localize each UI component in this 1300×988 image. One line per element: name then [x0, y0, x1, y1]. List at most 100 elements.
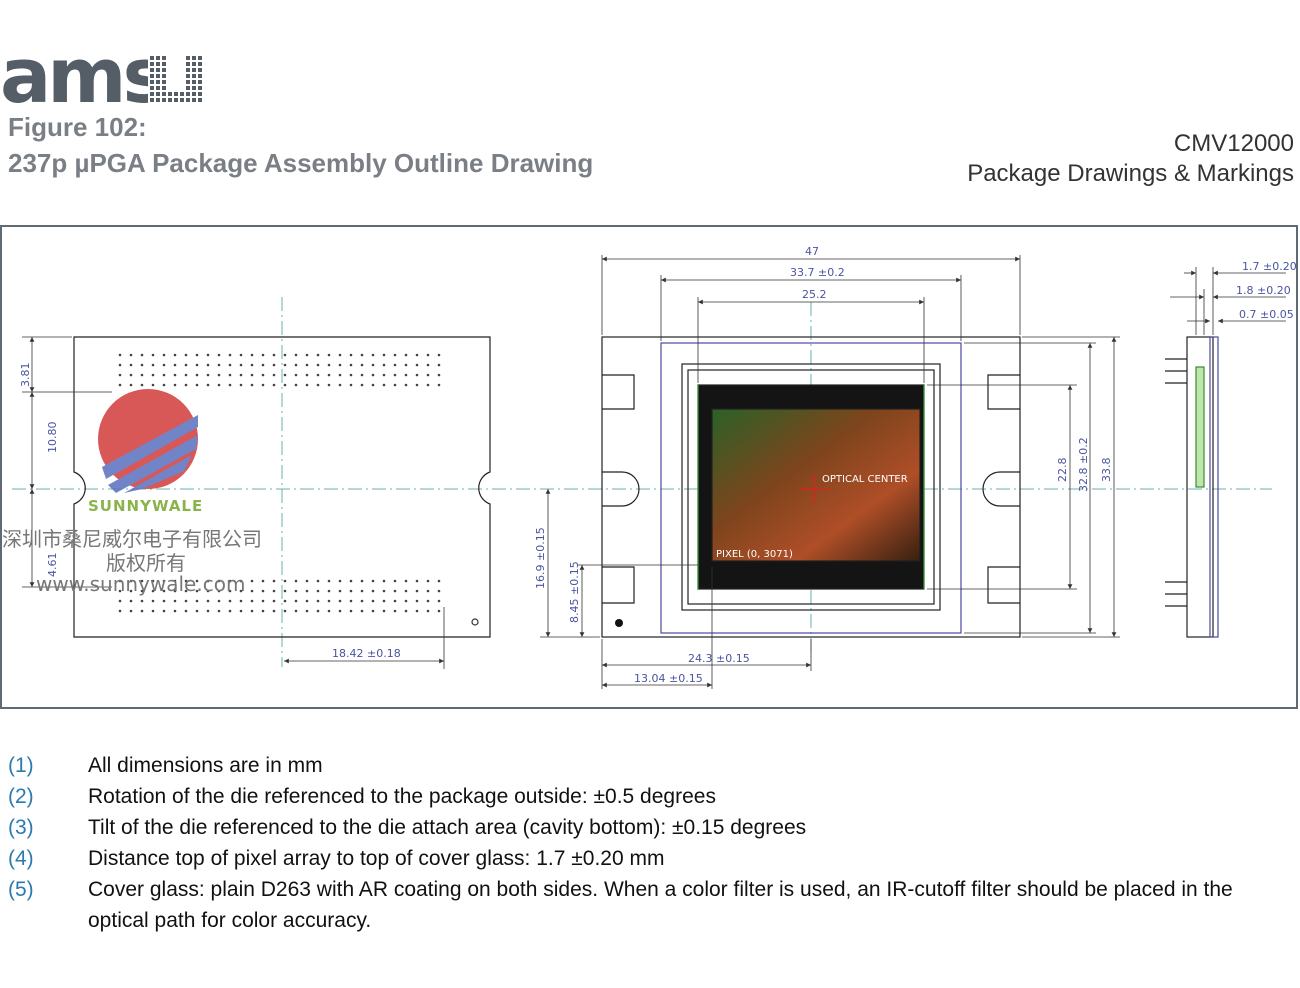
pin-pad — [360, 353, 364, 357]
pin-pad — [294, 589, 298, 593]
logo-dot — [180, 98, 184, 102]
logo-dot — [192, 68, 196, 72]
pin-pad — [349, 589, 353, 593]
pin-pad — [371, 353, 375, 357]
document-id: CMV12000 — [1173, 130, 1294, 157]
pin-pad — [173, 609, 177, 613]
dim-side-2: 1.8 ±0.20 — [1236, 284, 1291, 297]
pin-pad — [404, 579, 408, 583]
logo-dot — [156, 62, 160, 66]
pin-pad — [184, 383, 188, 387]
figure-title: 237p µPGA Package Assembly Outline Drawi… — [8, 148, 594, 178]
pin-pad — [140, 373, 144, 377]
pin-pad — [250, 599, 254, 603]
pin-pad — [239, 599, 243, 603]
pin-pad — [327, 373, 331, 377]
pin-pad — [360, 363, 364, 367]
pin-pad — [393, 353, 397, 357]
pin-pad — [261, 579, 265, 583]
pin-pad — [129, 363, 133, 367]
pin-pad — [217, 373, 221, 377]
pin-pad — [283, 599, 287, 603]
pin-pad — [382, 589, 386, 593]
pin-pad — [272, 383, 276, 387]
logo-dot — [198, 68, 202, 72]
logo-text: ams — [0, 42, 164, 110]
pin-pad — [426, 383, 430, 387]
pin-pad — [250, 609, 254, 613]
pin-pad — [151, 383, 155, 387]
watermark-rights: 版权所有 — [106, 551, 186, 575]
watermark-url: www.sunnywale.com — [36, 572, 246, 596]
pin-pad — [239, 383, 243, 387]
pin-pad — [184, 609, 188, 613]
pin-pad — [206, 373, 210, 377]
pin-pad — [173, 353, 177, 357]
pin-pad — [338, 363, 342, 367]
note-number: (1) — [8, 754, 34, 777]
pin-pad — [239, 579, 243, 583]
pin-pad — [305, 589, 309, 593]
dim-bottom-3: 4.61 — [46, 553, 59, 578]
pin-pad — [404, 609, 408, 613]
pin-pad — [272, 579, 276, 583]
pin-pad — [294, 383, 298, 387]
logo-dot — [198, 86, 202, 90]
logo-dot — [198, 74, 202, 78]
pin-pad — [283, 383, 287, 387]
dim-bottom-2: 10.80 — [46, 422, 59, 454]
logo-dot — [150, 56, 154, 60]
pin-pad — [261, 373, 265, 377]
pin-pad — [129, 353, 133, 357]
pin-pad — [404, 589, 408, 593]
note-text: Cover glass: plain D263 with AR coating … — [88, 878, 1233, 932]
pin-pad — [250, 589, 254, 593]
pin-pad — [151, 579, 155, 583]
pin-pad — [151, 609, 155, 613]
pin-pad — [415, 373, 419, 377]
pin-pad — [404, 383, 408, 387]
pin-pad — [129, 579, 133, 583]
pin-pad — [305, 599, 309, 603]
pin-pad — [118, 579, 122, 583]
pin-pad — [327, 363, 331, 367]
logo-dot — [186, 86, 190, 90]
logo-dot — [192, 80, 196, 84]
pin-pad — [426, 609, 430, 613]
pin-pad — [228, 373, 232, 377]
pin-pad — [382, 599, 386, 603]
pin-pad — [173, 599, 177, 603]
pin-pad — [437, 383, 441, 387]
pin-pad — [404, 363, 408, 367]
pin-pad — [327, 599, 331, 603]
pin-pad — [239, 363, 243, 367]
logo-dot — [162, 92, 166, 96]
pin-pad — [283, 363, 287, 367]
pin-pad — [360, 599, 364, 603]
pin-pad — [338, 609, 342, 613]
pin-pad — [272, 353, 276, 357]
pin-pad — [426, 589, 430, 593]
pin-pad — [206, 363, 210, 367]
pin-pad — [195, 373, 199, 377]
pin-pad — [261, 609, 265, 613]
pin-pad — [349, 609, 353, 613]
top-view-dims — [540, 255, 1120, 689]
pin-pad — [151, 373, 155, 377]
pin-pad — [162, 373, 166, 377]
watermark-company: 深圳市桑尼威尔电子有限公司 — [2, 527, 262, 551]
pin-pad — [294, 363, 298, 367]
pin-pad — [316, 353, 320, 357]
dim-center-vertical: 16.9 ±0.15 — [534, 527, 547, 589]
logo-dot — [150, 92, 154, 96]
pin-pad — [184, 599, 188, 603]
pin-pad — [217, 599, 221, 603]
pin-pad — [371, 599, 375, 603]
pin-pad — [415, 363, 419, 367]
pin-pad — [228, 599, 232, 603]
dim-side-3: 0.7 ±0.05 — [1239, 308, 1294, 321]
pin-pad — [294, 609, 298, 613]
pin-pad — [217, 579, 221, 583]
logo-dot — [186, 56, 190, 60]
pin-pad — [404, 373, 408, 377]
